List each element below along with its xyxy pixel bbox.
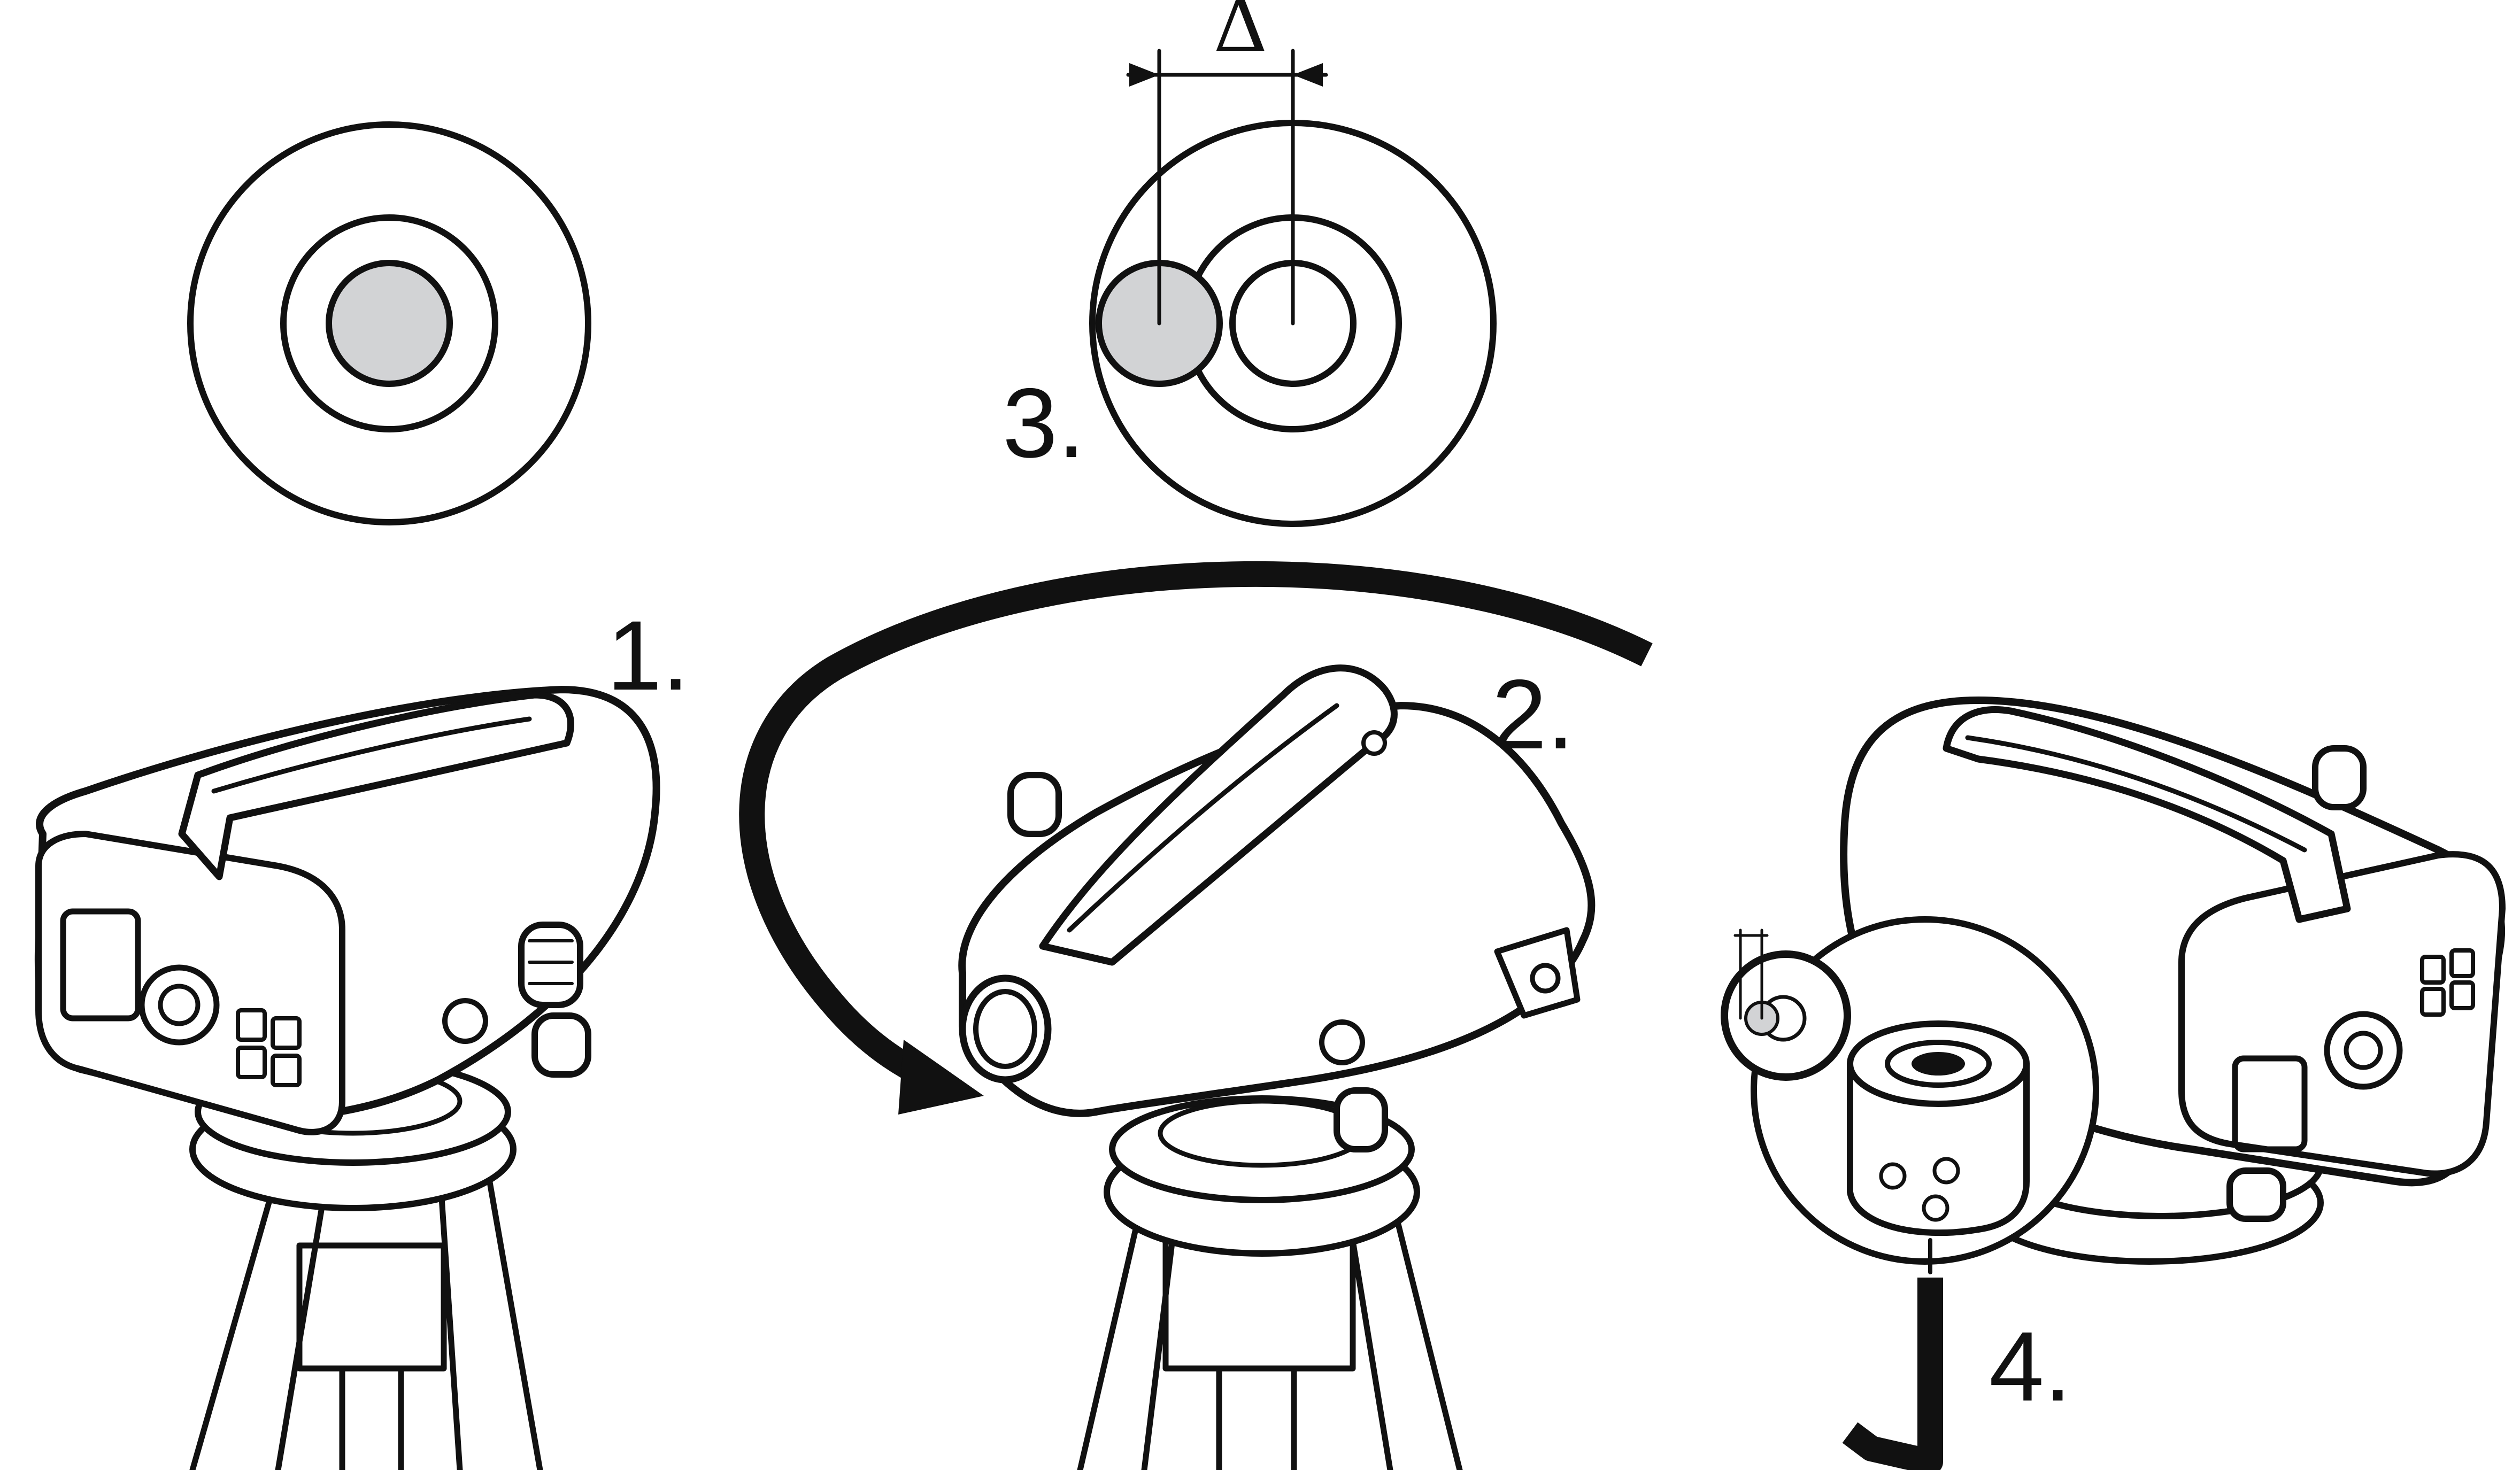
inset-ring <box>1721 950 1851 1081</box>
adjustment-screw <box>1922 1194 1949 1222</box>
step-1-label: 1. <box>607 601 689 711</box>
level-instrument-step-4: 4. <box>1721 697 2506 1470</box>
tribrach-2 <box>1104 1087 1420 1257</box>
step-4-label: 4. <box>1989 1312 2071 1422</box>
adjustment-screw <box>1879 1162 1907 1190</box>
adjustment-screw <box>1932 1157 1960 1185</box>
small-bubble-inset <box>1721 929 1851 1081</box>
allen-key-shaft <box>1842 1278 1943 1470</box>
vial-inner-ring <box>280 214 498 432</box>
allen-key-icon <box>1842 1238 1943 1470</box>
instrument-body-1 <box>34 686 660 1135</box>
offset-bubble-vial: Δ 3. <box>1003 0 1497 527</box>
delta-arrow-left <box>1129 63 1159 87</box>
centered-bubble-vial <box>187 121 591 525</box>
rotation-arrowhead <box>898 1040 984 1115</box>
vial-housing <box>1847 1061 2030 1236</box>
vial-bubble-dark <box>1912 1052 1965 1076</box>
instrument-body-2 <box>958 664 1596 1117</box>
rotation-arc <box>739 561 1653 1089</box>
level-instrument-step-2: 2. <box>958 660 1596 1470</box>
delta-arrow-right <box>1293 63 1323 87</box>
delta-label: Δ <box>1213 0 1267 69</box>
level-instrument-step-1: 1. <box>34 601 689 1470</box>
bubble-centered <box>326 260 453 387</box>
rotation-arrow <box>739 561 1653 1115</box>
step-3-label: 3. <box>1003 368 1085 478</box>
tripod-2 <box>1077 1189 1463 1470</box>
